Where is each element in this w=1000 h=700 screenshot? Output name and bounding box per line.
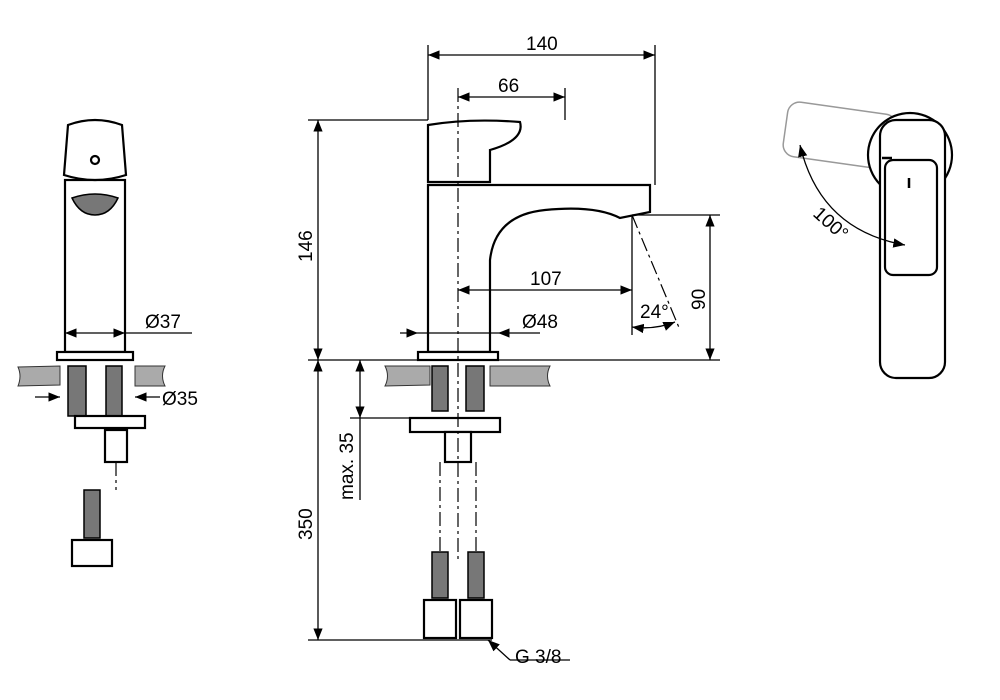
dim-max-thickness: max. 35 — [337, 432, 358, 500]
front-hose — [467, 551, 485, 599]
top-view: 100° — [782, 101, 954, 380]
front-hose-nut — [458, 598, 494, 640]
front-stud — [431, 365, 449, 412]
dim-thread: G 3/8 — [515, 647, 561, 668]
countertop-left — [17, 365, 166, 387]
dim-lever-rotation: 100° — [809, 203, 852, 245]
faucet-body — [426, 183, 652, 354]
side-base — [55, 350, 135, 362]
side-nut — [73, 414, 147, 430]
dim-body-diameter: Ø37 — [145, 312, 181, 333]
front-stud — [465, 365, 485, 412]
side-stud — [67, 365, 87, 417]
side-indicator-dot — [89, 154, 101, 166]
side-stud — [105, 365, 123, 417]
front-nut — [408, 416, 502, 434]
front-hose-nut — [422, 598, 458, 640]
countertop-front — [384, 365, 551, 387]
front-view: 140 66 146 107 90 24° Ø48 max. 35 — [296, 34, 720, 668]
dim-spout-angle: 24° — [640, 302, 669, 323]
dim-base-diameter: Ø48 — [522, 312, 558, 333]
dim-spout-reach: 107 — [530, 269, 562, 290]
side-connector — [103, 428, 129, 464]
front-hose — [431, 551, 449, 599]
top-lever-grip — [883, 158, 939, 277]
dim-height: 146 — [296, 230, 317, 262]
aerator-icon — [70, 193, 120, 216]
dim-hole-diameter: Ø35 — [162, 389, 198, 410]
dim-hose-length: 350 — [296, 508, 317, 540]
side-handle — [62, 118, 128, 182]
dim-total-length: 140 — [526, 34, 558, 55]
side-hose-nut — [70, 538, 114, 568]
side-view: Ø37 Ø35 — [17, 118, 198, 568]
faucet-lever — [426, 119, 522, 184]
dim-handle-offset: 66 — [498, 76, 519, 97]
dim-spout-height: 90 — [689, 289, 710, 310]
side-hose — [83, 489, 101, 539]
